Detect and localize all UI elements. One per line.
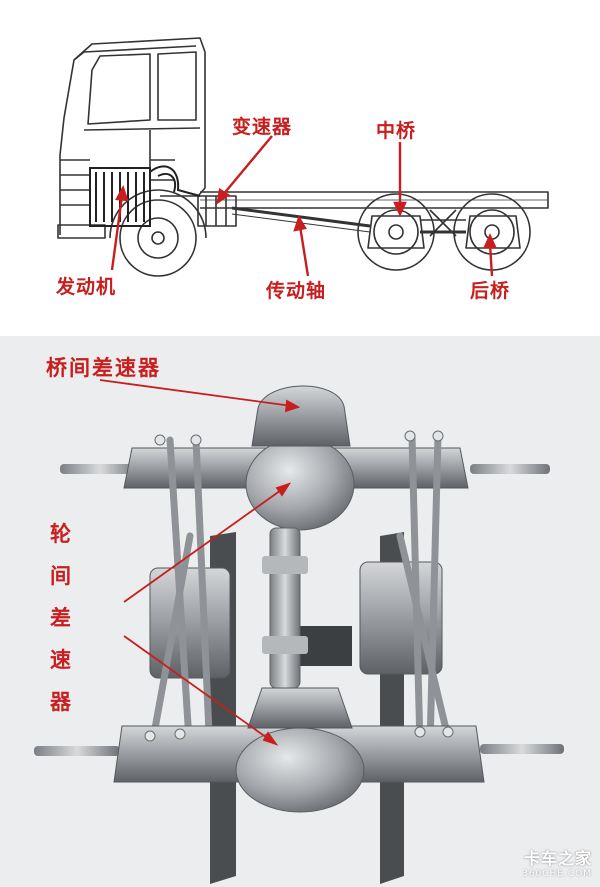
engine-label: 发动机 <box>56 276 117 298</box>
watermark-sub: 360CHE.COM <box>522 869 592 879</box>
inter-wheel-differential-label: 轮 间 差 速 器 <box>50 524 71 734</box>
drive-shaft-label: 传动轴 <box>266 280 327 302</box>
inter-wheel-diff-char-5: 器 <box>50 690 71 714</box>
middle-axle-label: 中桥 <box>376 120 417 142</box>
inter-wheel-diff-char-3: 差 <box>50 606 71 630</box>
transmission-label: 变速器 <box>232 116 293 138</box>
inter-axle-differential-label: 桥间差速器 <box>46 356 161 380</box>
truck-line-drawing <box>57 37 549 277</box>
inter-wheel-diff-char-4: 速 <box>50 648 71 672</box>
watermark: 卡车之家 360CHE.COM <box>522 845 592 879</box>
inter-wheel-diff-char-2: 间 <box>50 564 71 588</box>
axle-model-photo: 桥间差速器 轮 间 差 速 器 卡车之家 360CHE.COM <box>0 336 600 887</box>
rear-axle-label: 后桥 <box>470 280 511 302</box>
axle-illustration <box>34 379 564 884</box>
watermark-main: 卡车之家 <box>523 849 592 868</box>
truck-chassis-diagram: 变速器 中桥 发动机 传动轴 后桥 <box>0 0 600 318</box>
inter-wheel-diff-char-1: 轮 <box>50 522 71 546</box>
